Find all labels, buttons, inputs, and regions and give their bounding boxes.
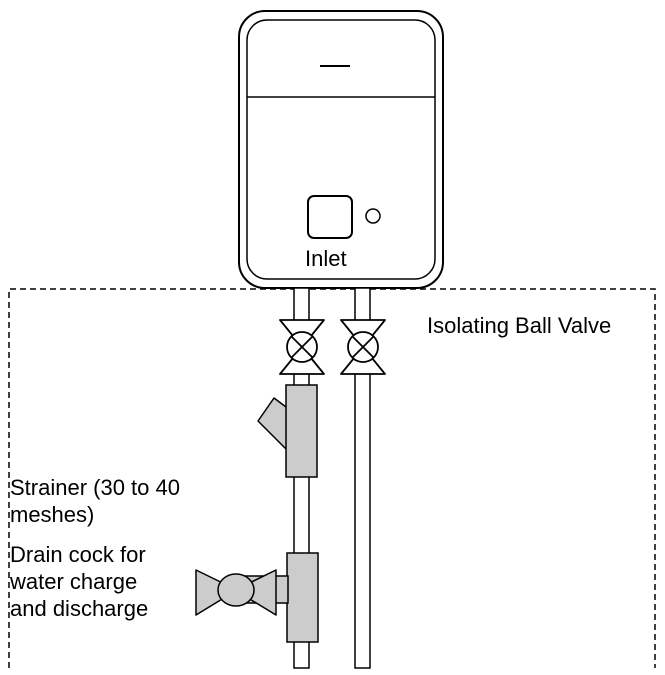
strainer-label-line2: meshes): [10, 502, 95, 527]
outlet-pipe: [354, 287, 371, 669]
drain-tee-body: [286, 552, 319, 643]
left-ball-valve: [279, 319, 325, 375]
right-valve-cross-b: [351, 335, 375, 359]
strainer-body: [285, 384, 318, 478]
isolating-valve-label: Isolating Ball Valve: [427, 313, 612, 338]
drain-valve-ball: [217, 573, 255, 607]
drain-valve-bowtie: [195, 569, 277, 616]
right-ball-valve: [340, 319, 386, 375]
indicator-lamp: [365, 208, 381, 224]
strainer-branch: [257, 397, 291, 452]
drain-label-line3: and discharge: [10, 596, 149, 621]
unit-inner-panel: [246, 19, 436, 280]
drain-label-line1: Drain cock for: [10, 542, 146, 567]
control-button: [307, 195, 353, 239]
strainer-label-line1: Strainer (30 to 40: [10, 475, 180, 500]
drain-label-line2: water charge: [10, 569, 138, 594]
left-valve-cross-b: [290, 335, 314, 359]
water-heater-unit: [238, 10, 444, 289]
drain-cock: [195, 552, 319, 643]
y-strainer: [257, 384, 318, 478]
inlet-label: Inlet: [305, 246, 347, 271]
